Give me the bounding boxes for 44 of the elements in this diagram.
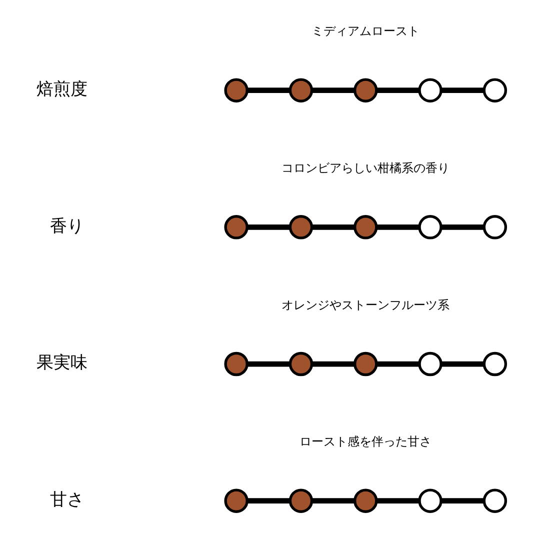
connector — [312, 361, 355, 367]
node-circle — [224, 215, 248, 240]
label: 香り — [50, 216, 84, 236]
node-circle — [418, 78, 442, 102]
node-circle — [354, 488, 378, 513]
connector — [441, 88, 484, 94]
connector — [441, 498, 484, 504]
connector — [376, 498, 420, 504]
connector — [312, 88, 355, 94]
connector — [312, 498, 355, 504]
node-circle — [354, 352, 378, 376]
node-circle — [482, 488, 508, 513]
node-circle — [354, 78, 378, 102]
node-circle — [418, 488, 442, 513]
label: コロンビアらしい柑橘系の香り — [282, 161, 450, 176]
node-circle — [418, 352, 442, 376]
node-circle — [482, 215, 508, 240]
connector — [247, 361, 290, 367]
node-circle — [288, 488, 314, 513]
node-circle — [224, 488, 248, 513]
connector — [441, 224, 484, 230]
connector — [376, 361, 420, 367]
node-circle — [288, 215, 314, 240]
label: ロースト感を伴った甘さ — [300, 434, 432, 449]
connector — [247, 88, 290, 94]
node-circle — [224, 78, 248, 102]
node-circle — [224, 352, 248, 376]
label: 果実味 — [36, 353, 88, 372]
connector — [312, 224, 355, 230]
node-circle — [482, 78, 508, 102]
connector — [376, 88, 420, 94]
label: 焙煎度 — [36, 79, 88, 98]
connector — [247, 498, 290, 504]
node-circle — [418, 215, 442, 240]
node-circle — [354, 215, 378, 240]
label: ミディアムロースト — [312, 24, 420, 38]
label: オレンジやストーンフルーツ系 — [282, 298, 450, 312]
node-circle — [288, 78, 314, 102]
node-circle — [482, 352, 508, 376]
connector — [441, 361, 484, 367]
node-circle — [288, 352, 314, 376]
label: 甘さ — [50, 490, 84, 509]
connector — [376, 224, 420, 230]
connector — [247, 224, 290, 230]
